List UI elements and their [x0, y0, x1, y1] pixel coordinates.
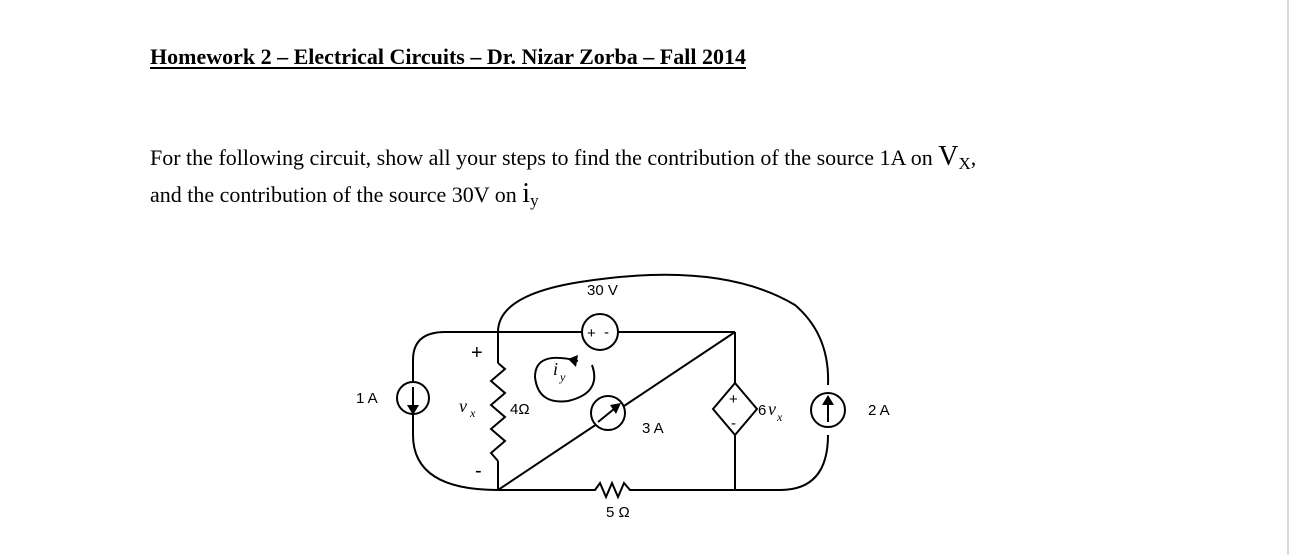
label-30v: 30 V	[587, 282, 618, 299]
iy-subscript: y	[530, 191, 539, 210]
arrow-up-icon	[822, 395, 834, 405]
vx-label-subscript: x	[469, 406, 476, 420]
arrow-down-icon	[407, 405, 419, 415]
voltage-source-30v	[581, 313, 619, 351]
vx-minus-sign: -	[475, 460, 482, 482]
dep-coefficient: 6	[758, 402, 766, 419]
dep-plus-sign: +	[729, 391, 738, 408]
v30-minus-sign: -	[604, 324, 609, 341]
vx-label: v	[459, 396, 467, 416]
loop-arrowhead-icon	[568, 355, 578, 367]
problem-statement-line-1: For the following circuit, show all your…	[150, 141, 976, 174]
homework-title: Homework 2 – Electrical Circuits – Dr. N…	[150, 44, 746, 69]
vx-symbol: V	[938, 141, 959, 172]
label-2a: 2 A	[868, 402, 890, 419]
right-bottom-wire	[735, 434, 829, 491]
iy-label: i	[553, 359, 558, 379]
statement-text-1: For the following circuit, show all your…	[150, 145, 939, 170]
label-5ohm: 5 Ω	[606, 504, 630, 521]
circuit-diagram: 1 A + v x - 4Ω i y 30 V + - 3 A 5 Ω + - …	[356, 273, 890, 521]
problem-statement-line-2: and the contribution of the source 30V o…	[150, 178, 539, 211]
arrow-diagonal-icon	[610, 403, 621, 414]
iy-symbol: i	[522, 178, 531, 209]
resistor-4ohm	[489, 362, 507, 462]
statement-comma: ,	[970, 145, 977, 170]
dep-var: v	[768, 399, 776, 419]
page-edge-divider	[1287, 0, 1289, 555]
statement-text-2: and the contribution of the source 30V o…	[150, 182, 523, 207]
iy-loop-arrow	[533, 356, 596, 403]
dep-var-subscript: x	[776, 410, 783, 424]
dep-minus-sign: -	[731, 415, 736, 432]
label-4ohm: 4Ω	[510, 401, 530, 418]
v30-plus-sign: +	[587, 325, 596, 342]
left-loop-wire	[412, 331, 499, 491]
vx-subscript: X	[958, 154, 971, 173]
dependent-source-6vx	[711, 381, 759, 437]
vx-plus-sign: +	[471, 342, 483, 364]
iy-label-subscript: y	[559, 370, 566, 384]
outer-arc-wire	[497, 273, 830, 386]
bottom-wire	[498, 480, 735, 500]
label-1a: 1 A	[356, 390, 378, 407]
label-3a: 3 A	[642, 420, 664, 437]
